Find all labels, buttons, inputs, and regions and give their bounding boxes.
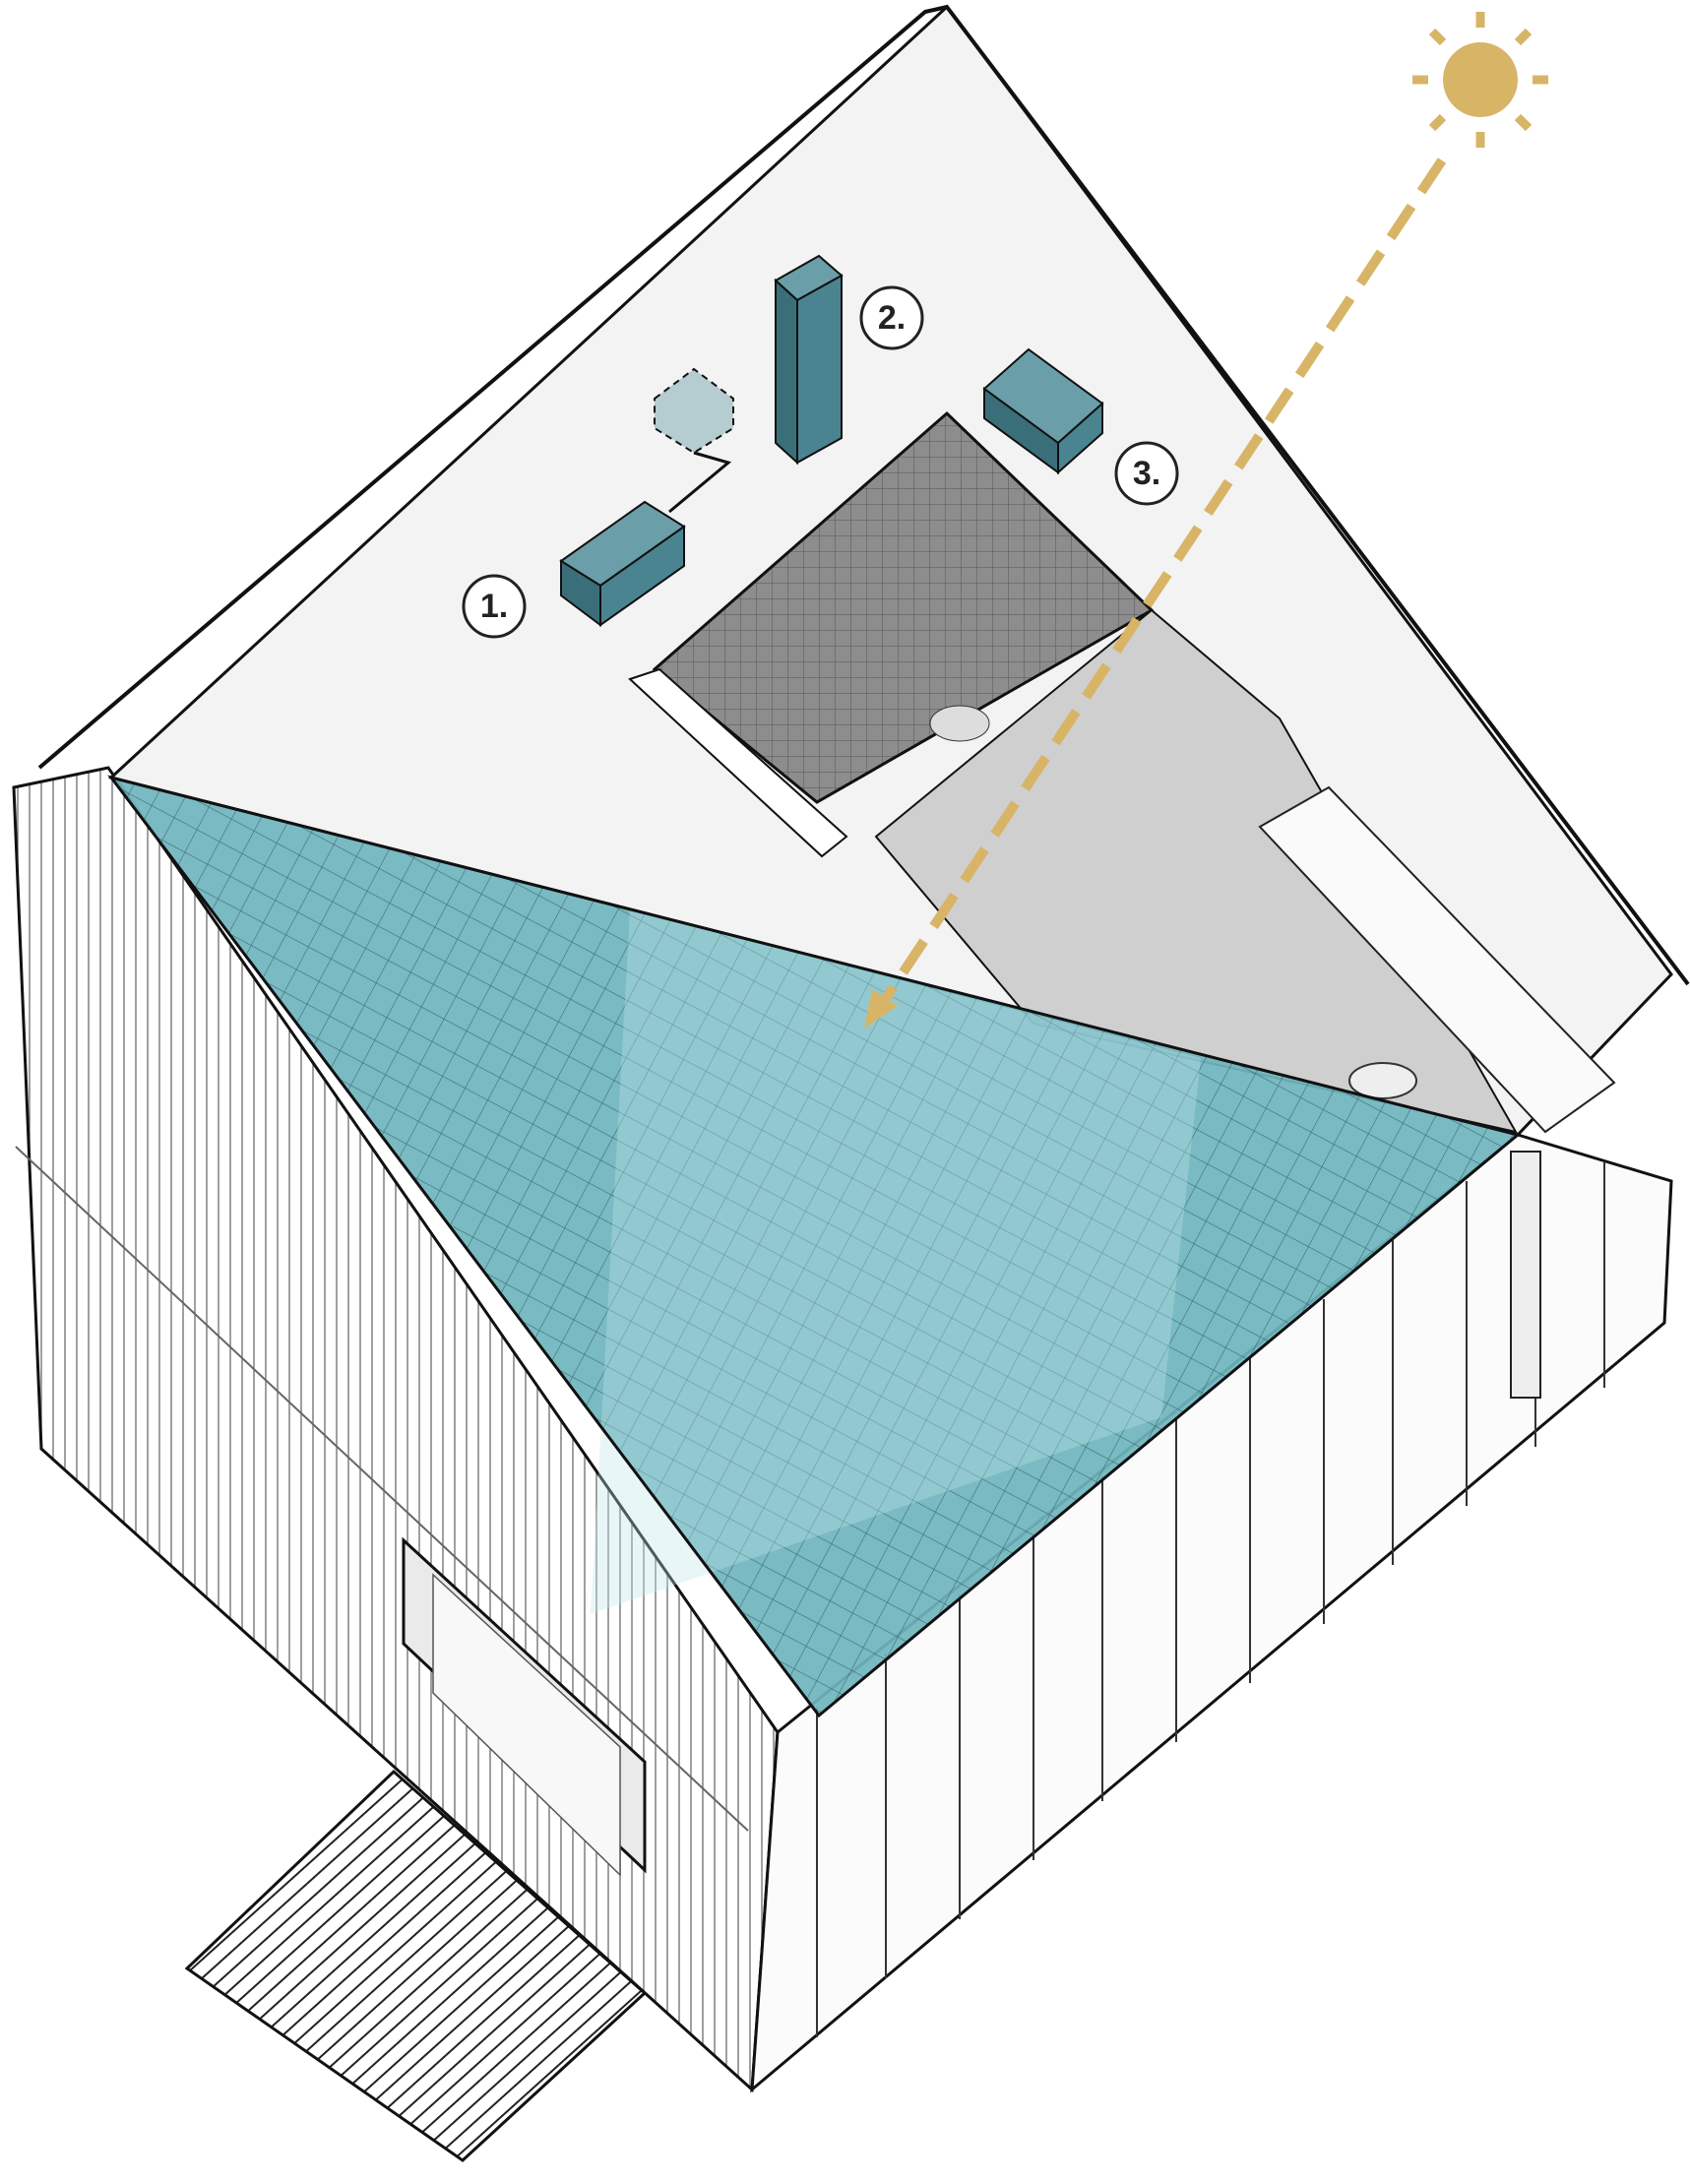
equipment-connector — [668, 451, 732, 514]
equipment-ghost-box — [654, 367, 734, 455]
svg-text:1.: 1. — [480, 588, 508, 625]
toilet — [929, 705, 990, 742]
sink — [1348, 1062, 1417, 1099]
roof-ridge-edge — [37, 4, 1690, 986]
side-window — [1510, 1151, 1541, 1399]
svg-text:3.: 3. — [1133, 455, 1160, 492]
label-3: 3. — [1114, 441, 1179, 506]
sun-ray-arrow — [876, 157, 1447, 1009]
wooden-deck — [184, 1769, 648, 2162]
label-1: 1. — [462, 574, 527, 639]
kitchen-counter — [1258, 785, 1616, 1134]
equipment-1-battery — [559, 500, 686, 627]
wall-panels — [816, 1152, 1605, 2037]
sun-ray-arrowhead — [864, 989, 898, 1029]
label-2: 2. — [859, 285, 924, 350]
svg-text:2.: 2. — [878, 299, 906, 337]
wall-seam — [15, 1146, 749, 1832]
entry-door-interior — [432, 1573, 621, 1877]
equipment-3-unit — [982, 347, 1104, 475]
glass-roof — [107, 775, 1522, 1718]
sun-icon — [1412, 12, 1548, 148]
equipment-2-tank — [774, 254, 844, 466]
partition-wall — [628, 667, 848, 858]
